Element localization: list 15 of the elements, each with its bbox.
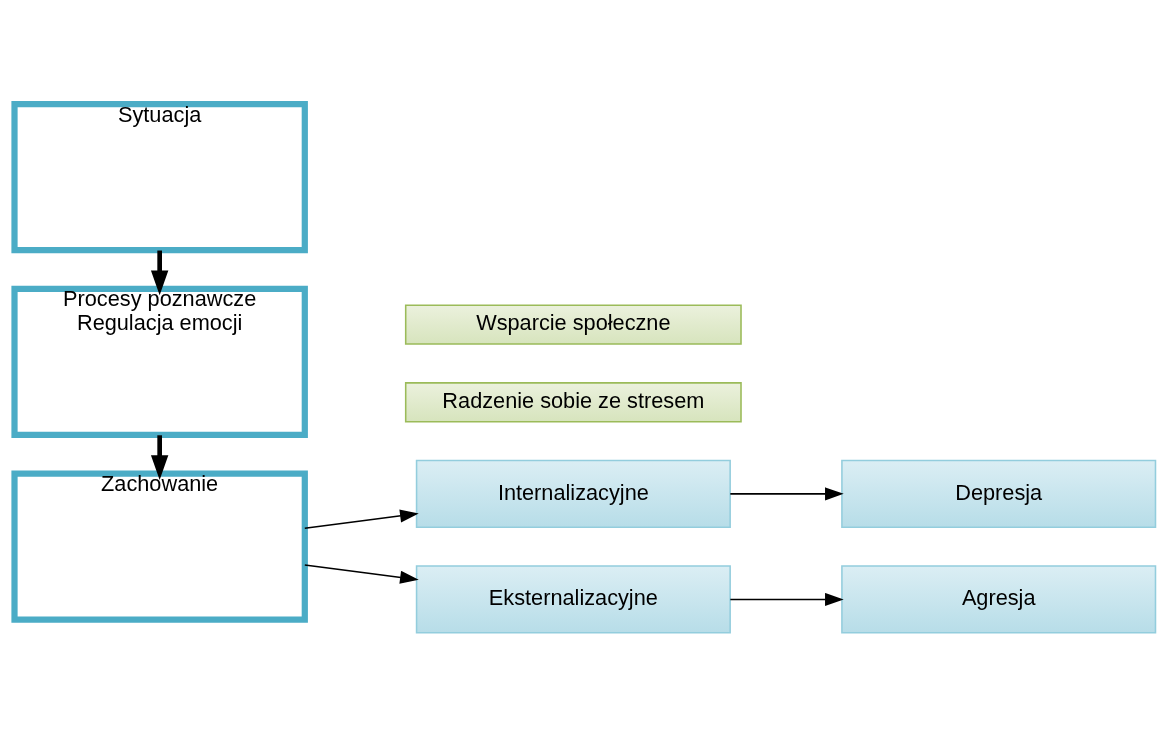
arrow xyxy=(304,563,419,584)
node-box: Procesy poznawcze Regulacja emocji xyxy=(11,285,308,438)
node-box: Zachowanie xyxy=(11,470,308,623)
arrow xyxy=(304,508,419,529)
arrow xyxy=(729,592,844,606)
node-box: Wsparcie społeczne xyxy=(404,303,742,345)
node-box: Depresja xyxy=(841,459,1157,528)
node-box: Radzenie sobie ze stresem xyxy=(404,381,742,422)
node-box: Sytuacja xyxy=(11,100,308,253)
arrow xyxy=(729,486,844,500)
node-box: Eksternalizacyjne xyxy=(415,564,731,634)
node-box: Internalizacyjne xyxy=(415,459,731,528)
arrow xyxy=(150,250,169,295)
node-box: Agresja xyxy=(841,564,1157,634)
arrow xyxy=(150,434,169,480)
